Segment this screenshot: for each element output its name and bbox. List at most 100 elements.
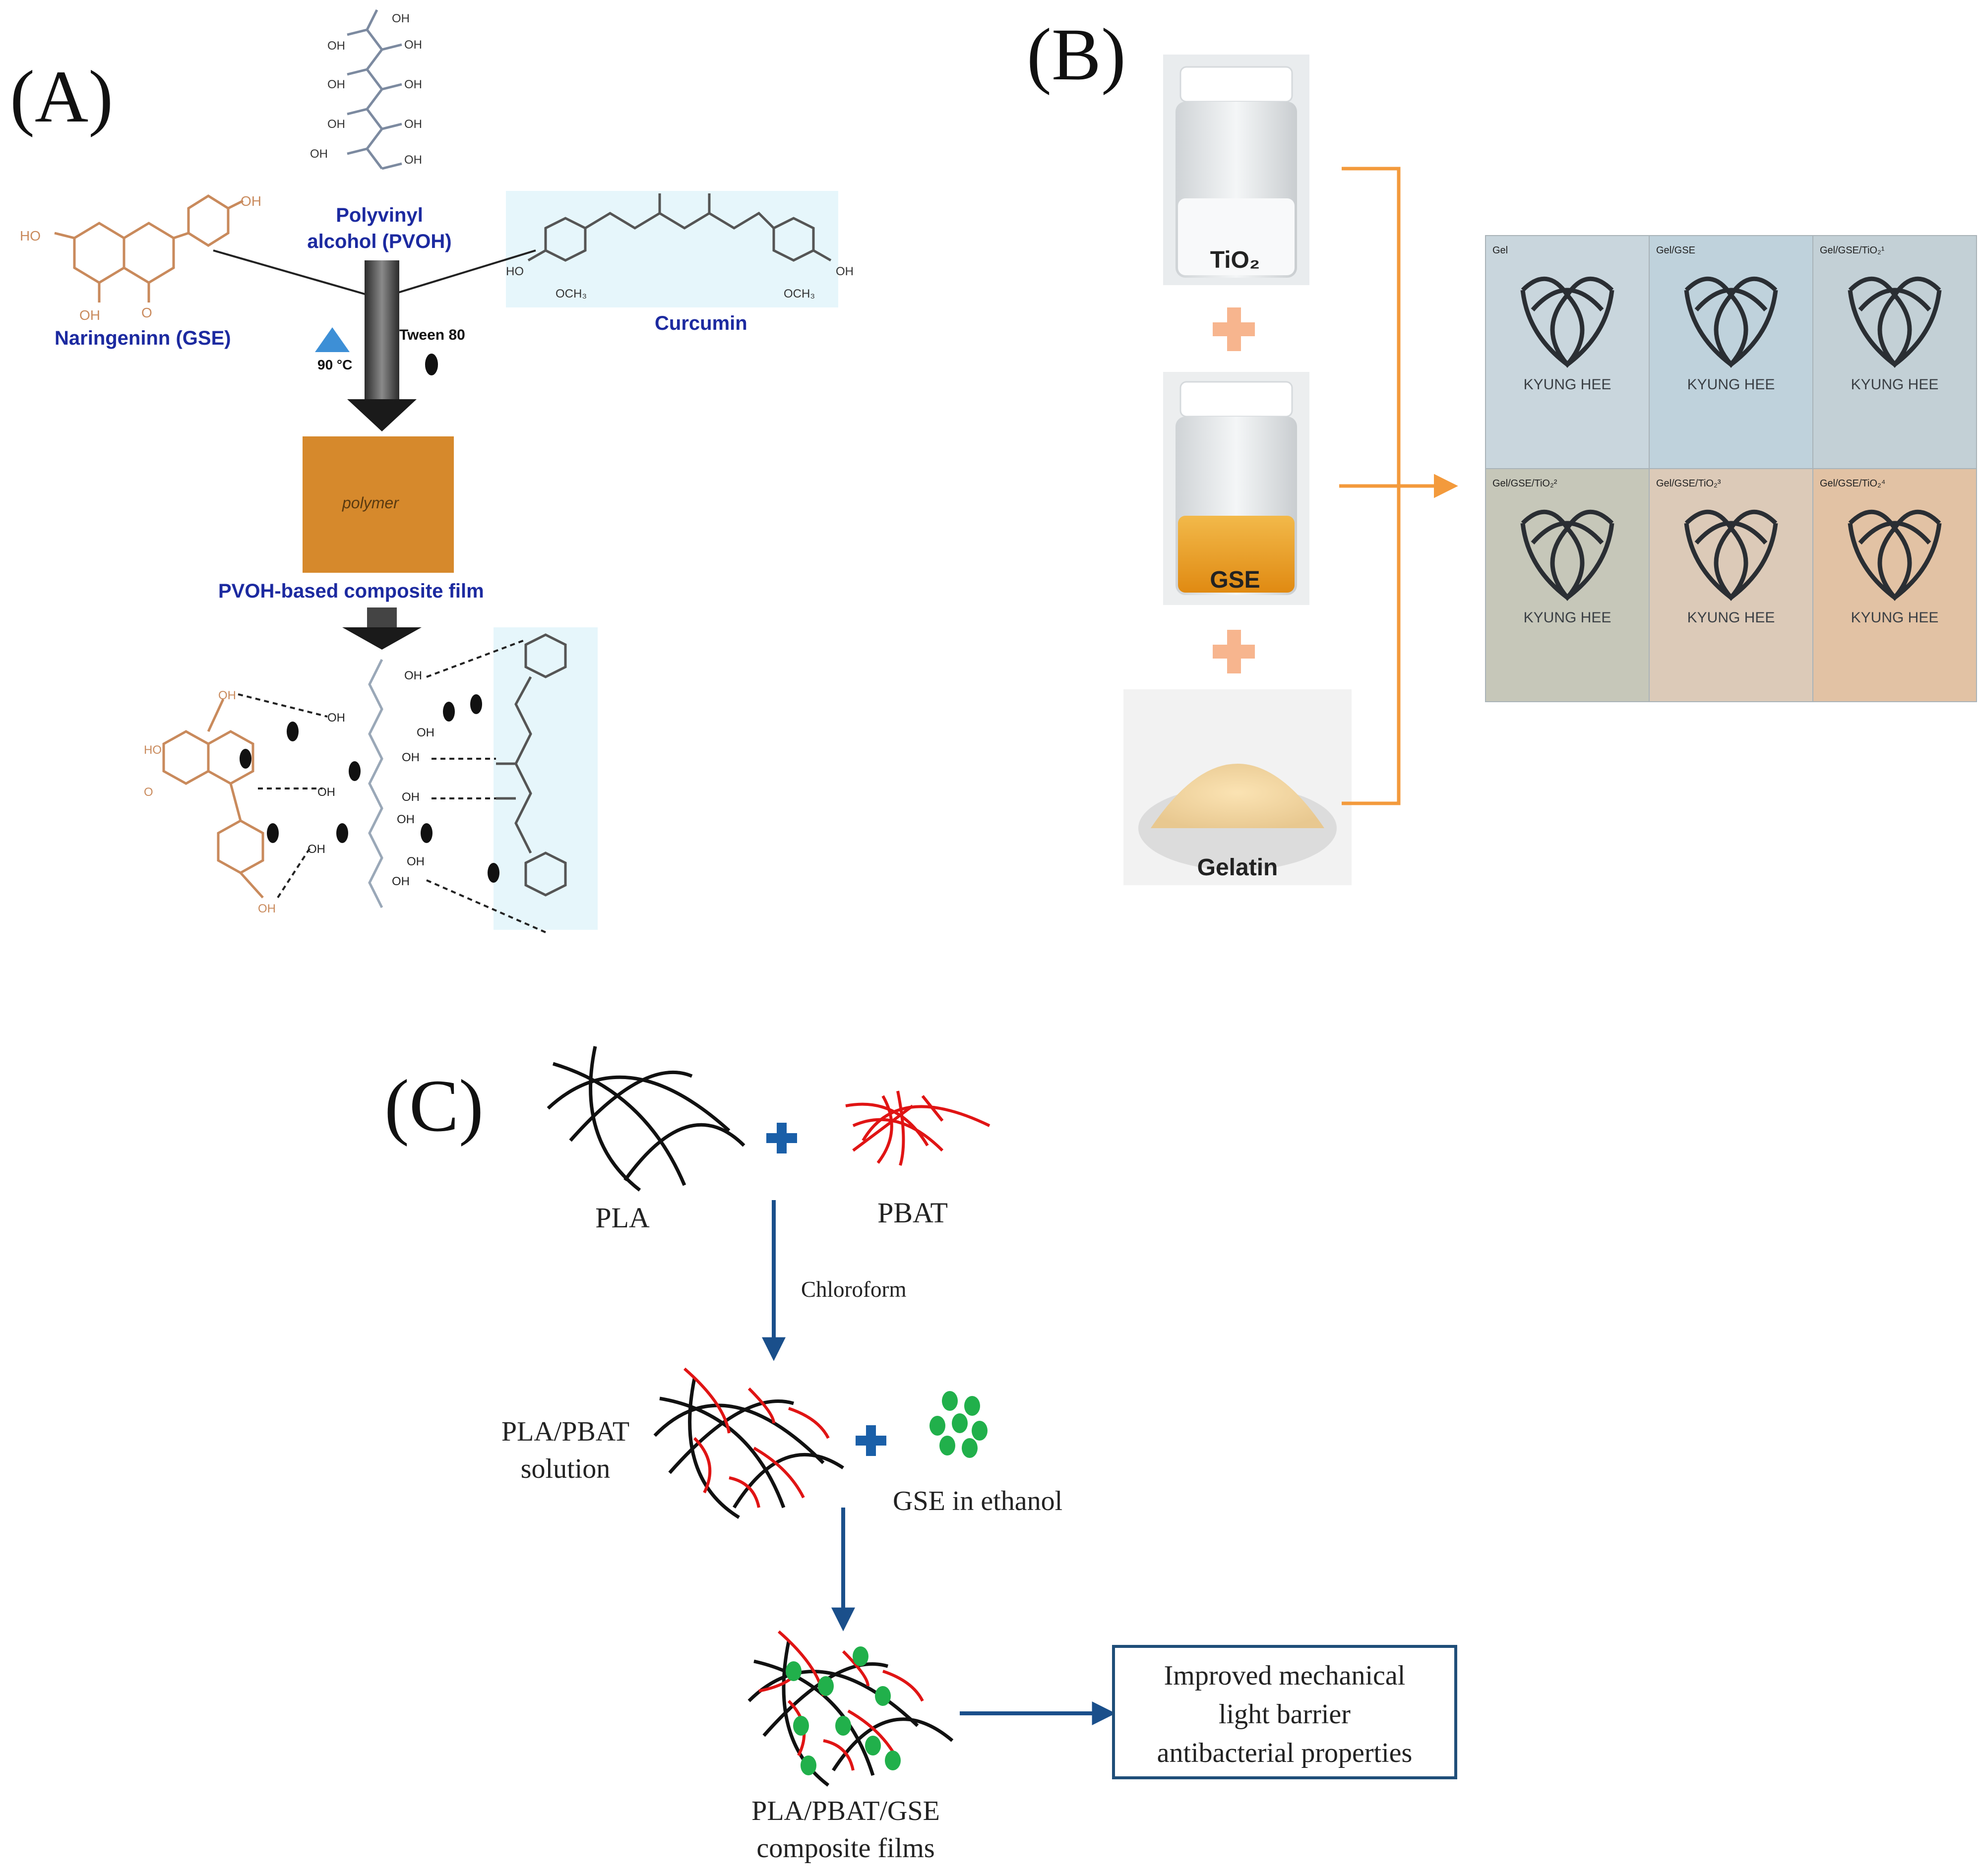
svg-text:OH: OH [407, 855, 425, 868]
curcumin-link-line [381, 249, 536, 299]
svg-text:OH: OH [327, 39, 345, 53]
result-line-1: Improved mechanical [1164, 1660, 1406, 1691]
composite-label-line2: composite films [756, 1833, 934, 1864]
curcumin-atom-labels: HO OH OCH₃ OCH₃ [506, 265, 854, 301]
naringenin-structure [54, 194, 244, 303]
heat-triangle-icon [315, 327, 350, 352]
university-logo-icon [1520, 509, 1614, 601]
naringenin-link-line [213, 249, 377, 299]
composite-label-line1: PLA/PBAT/GSE [751, 1796, 940, 1826]
university-logo-icon [1848, 276, 1942, 368]
svg-text:HO: HO [20, 228, 41, 243]
svg-text:OH: OH [327, 711, 345, 725]
panel-c: (C) PLA PBAT Chloroform [384, 1046, 1457, 1864]
svg-text:OH: OH [836, 265, 854, 278]
university-logo-icon [1684, 276, 1778, 368]
logo-wordmark: KYUNG HEE [1687, 609, 1775, 626]
pla-strands-icon [547, 1046, 745, 1192]
film-sample-caption: Gel/GSE [1656, 245, 1695, 256]
film-sample-caption: Gel/GSE/TiO₂⁴ [1820, 478, 1885, 489]
pla-label: PLA [595, 1202, 650, 1234]
svg-text:OH: OH [218, 689, 236, 702]
svg-text:OH: OH [402, 790, 420, 804]
solvent-label: Chloroform [801, 1277, 906, 1302]
process-arrow-2 [342, 607, 422, 650]
university-logo-icon [1848, 509, 1942, 601]
svg-text:OH: OH [404, 153, 422, 167]
surfactant-dot-icon [425, 354, 438, 375]
panel-b: (B) TiO₂ GSE G [1027, 13, 1977, 885]
plus-icon-c2 [856, 1425, 886, 1456]
film-sample: Gel/GSE/TiO₂¹ KYUNG HEE [1812, 235, 1977, 469]
curcumin-bonded-bg [494, 627, 598, 930]
process-arrow-1 [347, 260, 417, 431]
pvoh-name-line2: alcohol (PVOH) [307, 231, 451, 252]
svg-text:OH: OH [327, 78, 345, 91]
blend-label-line2: solution [521, 1453, 610, 1484]
result-line-3: antibacterial properties [1157, 1738, 1413, 1768]
bonded-structure: OH HO O OH [144, 633, 567, 933]
film-caption: PVOH-based composite film [218, 580, 484, 602]
svg-text:O: O [144, 786, 153, 799]
svg-text:OH: OH [404, 118, 422, 131]
naringenin-name: Naringeninn (GSE) [55, 327, 231, 349]
svg-text:OH: OH [317, 786, 335, 799]
film-sample: Gel/GSE KYUNG HEE [1649, 235, 1813, 469]
logo-wordmark: KYUNG HEE [1851, 609, 1939, 626]
curcumin-name: Curcumin [655, 312, 747, 334]
composite-strands-icon [747, 1630, 954, 1787]
panel-a: (A) OH OH OH OH OH OH OH OH OH Polyvinyl… [10, 9, 854, 933]
film-handwriting: polymer [342, 494, 399, 512]
pbat-label: PBAT [877, 1197, 948, 1229]
svg-text:OH: OH [79, 307, 100, 323]
svg-text:OH: OH [241, 193, 261, 209]
result-box [1112, 1645, 1457, 1779]
logo-wordmark: KYUNG HEE [1524, 376, 1611, 393]
film-sample-caption: Gel/GSE/TiO₂² [1492, 478, 1557, 489]
gse-dots-icon [929, 1391, 988, 1458]
svg-text:OH: OH [404, 78, 422, 91]
gelatin-photo: Gelatin [1123, 689, 1352, 885]
svg-text:OCH₃: OCH₃ [556, 287, 587, 301]
film-sample: Gel/GSE/TiO₂³ KYUNG HEE [1649, 468, 1813, 702]
svg-text:OH: OH [404, 38, 422, 52]
curcumin-structure [527, 193, 832, 262]
surfactant-label: Tween 80 [399, 327, 465, 343]
logo-wordmark: KYUNG HEE [1687, 376, 1775, 393]
gse-ethanol-label: GSE in ethanol [893, 1486, 1062, 1516]
naringenin-atom-labels: HO OH OH O [20, 193, 261, 323]
film-sample-caption: Gel [1492, 245, 1508, 256]
film-sample-caption: Gel/GSE/TiO₂³ [1656, 478, 1721, 489]
tio2-jar-photo: TiO₂ [1163, 55, 1309, 285]
svg-text:HO: HO [506, 265, 524, 278]
panel-b-label: (B) [1027, 13, 1126, 96]
university-logo-icon [1684, 509, 1778, 601]
svg-text:OH: OH [308, 843, 325, 856]
result-line-2: light barrier [1219, 1699, 1351, 1730]
university-logo-icon [1520, 276, 1614, 368]
panel-a-label: (A) [10, 56, 113, 138]
pvoh-oh-labels: OH OH OH OH OH OH OH OH OH [310, 12, 422, 167]
svg-text:OH: OH [392, 875, 410, 888]
svg-text:OH: OH [327, 118, 345, 131]
film-sample-caption: Gel/GSE/TiO₂¹ [1820, 245, 1885, 256]
blend-strands-icon [653, 1367, 844, 1519]
plus-icon-c1 [766, 1123, 797, 1153]
curcumin-bg [506, 191, 838, 307]
gse-label: GSE [1210, 567, 1260, 593]
svg-text:O: O [141, 305, 152, 320]
tio2-label: TiO₂ [1210, 247, 1260, 273]
svg-text:HO: HO [144, 743, 162, 757]
gelatin-label: Gelatin [1197, 854, 1278, 881]
plus-icon-b2 [1213, 630, 1255, 673]
temperature-label: 90 °C [317, 357, 352, 372]
logo-wordmark: KYUNG HEE [1851, 376, 1939, 393]
svg-text:OH: OH [392, 12, 410, 25]
svg-text:OH: OH [397, 813, 415, 826]
panel-c-label: (C) [384, 1065, 484, 1147]
pvoh-name-line1: Polyvinyl [336, 204, 423, 226]
pvoh-film-photo [303, 436, 454, 573]
